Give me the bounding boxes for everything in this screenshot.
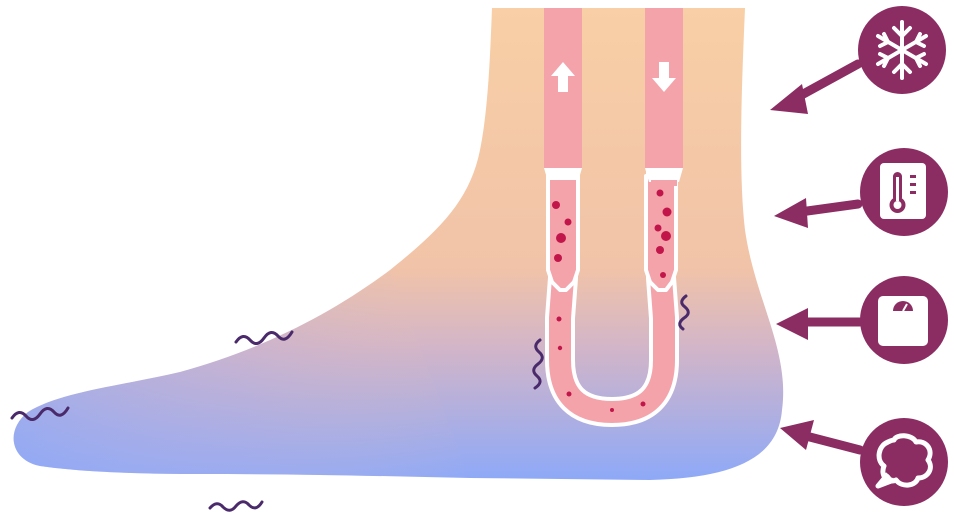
blood-cell [558, 346, 562, 350]
blood-cell [657, 190, 664, 197]
factor-cold [770, 6, 946, 114]
blood-cell [554, 254, 562, 262]
blood-cell [663, 208, 672, 217]
arrowhead [776, 308, 808, 340]
blood-cell [557, 317, 562, 322]
arrow-left-icon [806, 436, 860, 450]
factor-badge [860, 418, 948, 506]
blood-cell [552, 201, 560, 209]
blood-cell [655, 225, 662, 232]
blood-cell [641, 402, 646, 407]
vessel-right-top-fill [651, 180, 677, 186]
blood-cell [661, 231, 671, 241]
arrow-left-icon [800, 204, 858, 212]
arrow-left-icon [796, 64, 858, 98]
blood-cell [556, 233, 566, 243]
blood-cell [565, 219, 572, 226]
blood-cell [610, 408, 614, 412]
blood-cell [656, 246, 664, 254]
vessel-left-top-fill [550, 180, 576, 186]
factor-temperature [774, 148, 948, 236]
arrowhead [780, 420, 814, 450]
factor-list [770, 6, 948, 506]
thermometer-icon [880, 163, 926, 219]
blood-cell [660, 272, 666, 278]
factor-speech [780, 418, 948, 506]
weighing-scale-icon [878, 296, 928, 346]
vessel-right-pinch [645, 168, 683, 182]
arrowhead [774, 198, 808, 228]
arrowhead [770, 84, 808, 114]
vessel-left-pinch [544, 168, 582, 182]
blood-cell [567, 392, 572, 397]
foot-toe-tint [14, 270, 470, 478]
tremor-mark [210, 502, 262, 511]
factor-weight [776, 276, 948, 364]
